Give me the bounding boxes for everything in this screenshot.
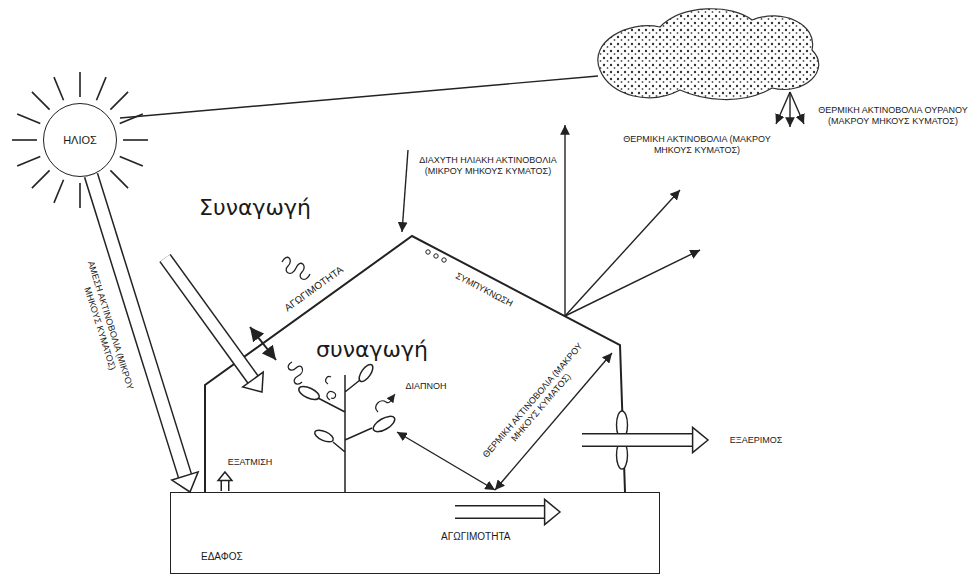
evaporation-arrow bbox=[218, 472, 232, 491]
soil-conduction-arrow bbox=[455, 499, 560, 524]
roof-conduction-label: ΑΓΩΓΙΜΟΤΗΤΑ bbox=[282, 264, 345, 314]
sun-label: ΗΛΙΟΣ bbox=[63, 134, 97, 146]
sun-ray bbox=[123, 139, 148, 141]
sun-circle: ΗΛΙΟΣ bbox=[43, 103, 117, 177]
convection-label: συναγωγή bbox=[316, 337, 428, 363]
convection-swirl bbox=[326, 377, 336, 400]
thermal-radiation-label: ΘΕΡΜΙΚΗ ΑΚΤΙΝΟΒΟΛΙΑ (ΜΑΚΡΟΥ ΜΗΚΟΥΣ ΚΥΜΑΤ… bbox=[480, 340, 594, 468]
soil-conduction-arrow-fill bbox=[455, 507, 547, 518]
sun-ray bbox=[12, 139, 37, 141]
transpiration-label: ΔΙΑΠΝΟΗ bbox=[405, 381, 446, 392]
soil-band: ΕΔΑΦΟΣ ΑΓΩΓΙΜΟΤΗΤΑ bbox=[170, 492, 660, 574]
diffuse-ray bbox=[120, 76, 598, 118]
sun-ray bbox=[96, 77, 106, 100]
inside-thermal-arrows bbox=[397, 353, 612, 490]
direct-radiation-arrow-head bbox=[243, 372, 263, 392]
convection-coil bbox=[288, 362, 302, 384]
diffuse-arrow bbox=[402, 150, 408, 232]
sun-ray bbox=[54, 180, 64, 203]
direct-radiation-arrow bbox=[165, 258, 263, 392]
ventilation-arrow bbox=[582, 427, 708, 452]
sky-radiation-label: ΘΕΡΜΙΚΗ ΑΚΤΙΝΟΒΟΛΙΑ ΟΥΡΑΝΟΥ (ΜΑΚΡΟΥ ΜΗΚΟ… bbox=[816, 105, 971, 127]
connector-label: ΑΜΕΣΗ ΑΚΤΙΝΟΒΟΛΙΑ (ΜΙΚΡΟΥ ΜΗΚΟΥΣ ΚΥΜΑΤΟΣ… bbox=[69, 243, 140, 412]
soil-conduction-arrow-head bbox=[545, 499, 560, 524]
soil-label: ΕΔΑΦΟΣ bbox=[201, 551, 243, 562]
sun-ray bbox=[54, 77, 64, 100]
arrow-head bbox=[172, 472, 198, 492]
ventilation-arrow-outline bbox=[582, 433, 695, 447]
ventilation-label: ΕΞΑΕΡΙΜΟΣ bbox=[730, 435, 782, 446]
diffuse-radiation-label: ΔΙΑΧΥΤΗ ΗΛΙΑΚΗ ΑΚΤΙΝΟΒΟΛΙΑ (ΜΙΚΡΟΥ ΜΗΚΟΥ… bbox=[418, 155, 558, 177]
sun-ray bbox=[32, 92, 50, 110]
evaporation-label: ΕΞΑΤΜΙΣΗ bbox=[228, 457, 273, 468]
convection-label: Συναγωγή bbox=[199, 195, 311, 221]
sun-rays bbox=[12, 72, 148, 208]
transpiration-curl bbox=[376, 394, 395, 412]
direct-radiation-arrow-outline bbox=[165, 258, 254, 381]
soil-conduction-arrow-outline bbox=[455, 505, 547, 519]
sun-ray bbox=[17, 114, 40, 124]
sun-ray bbox=[79, 183, 81, 208]
condensation-drops bbox=[426, 250, 446, 262]
cloud bbox=[598, 9, 819, 100]
condensation-label: ΣΥΜΠΥΚΝΩΣΗ bbox=[454, 271, 515, 310]
sun-ray bbox=[110, 170, 128, 188]
greenhouse-outline bbox=[205, 236, 625, 492]
plant bbox=[297, 362, 397, 492]
direct-radiation-arrow-fill bbox=[165, 258, 254, 381]
ventilation-arrow-head bbox=[693, 427, 708, 452]
convection-coil bbox=[282, 257, 310, 279]
thermal-radiation-label: ΘΕΡΜΙΚΗ ΑΚΤΙΝΟΒΟΛΙΑ (ΜΑΚΡΟΥ ΜΗΚΟΥΣ ΚΥΜΑΤ… bbox=[617, 134, 777, 156]
evaporation-arrow-head bbox=[218, 472, 232, 480]
roof-conduction-arrow bbox=[250, 327, 276, 360]
sun-ray bbox=[79, 72, 81, 97]
sun-ray bbox=[120, 156, 143, 166]
sun-ray bbox=[32, 170, 50, 188]
ventilation-arrow-fill bbox=[582, 435, 695, 446]
soil-label: ΑΓΩΓΙΜΟΤΗΤΑ bbox=[441, 531, 510, 542]
sun-ray bbox=[110, 92, 128, 110]
sun-ray bbox=[17, 156, 40, 166]
sun-ray bbox=[120, 114, 143, 124]
sky-thermal-arrows bbox=[776, 92, 804, 127]
